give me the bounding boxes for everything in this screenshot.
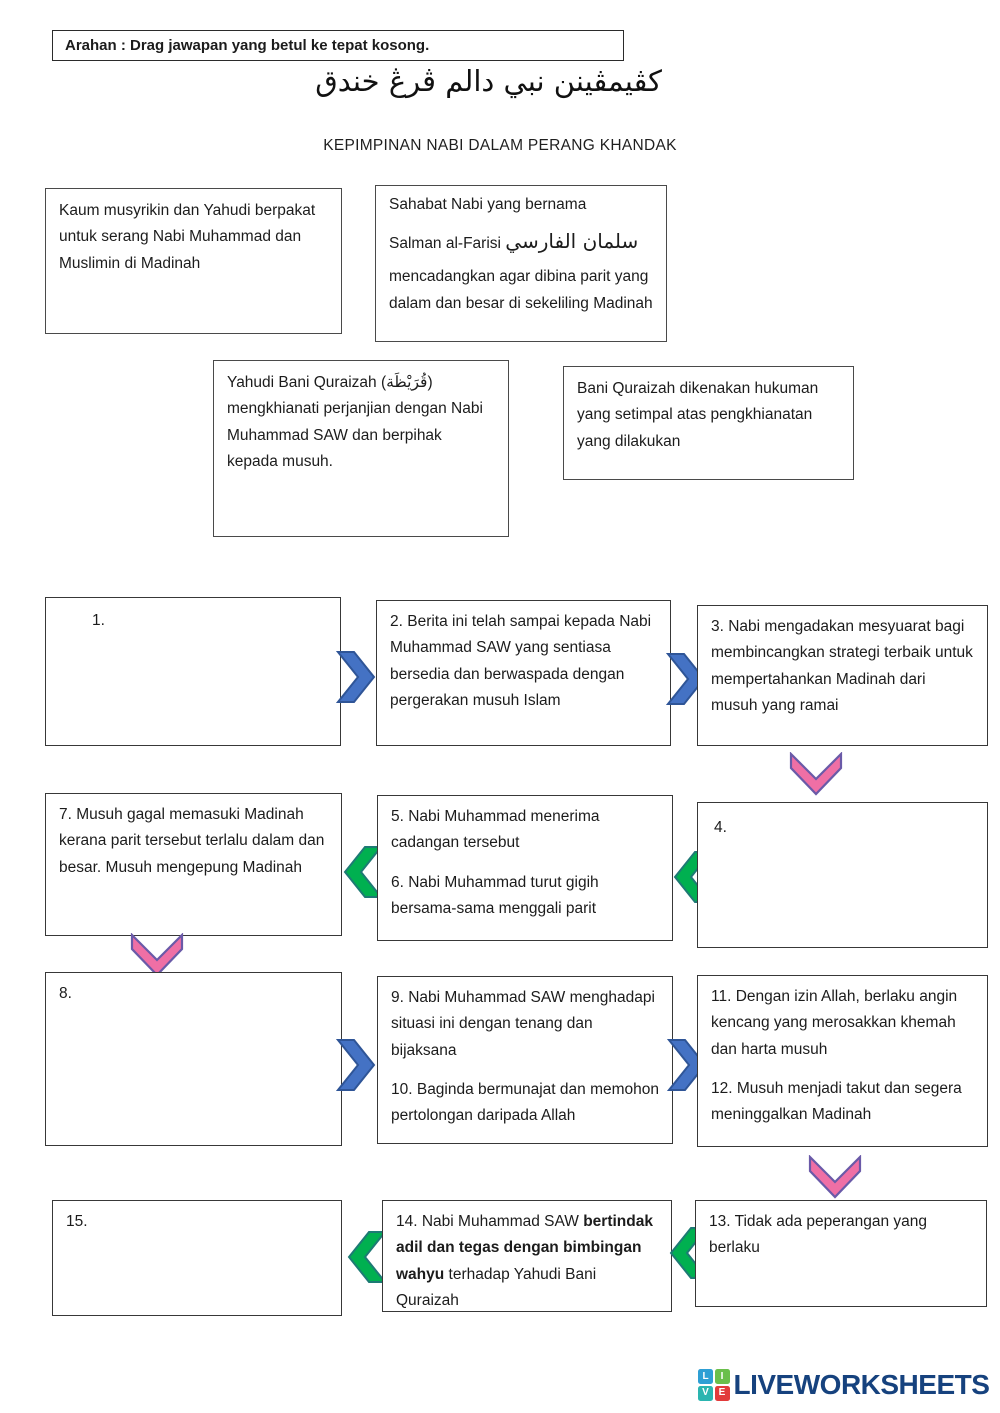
page-title: KEPIMPINAN NABI DALAM PERANG KHANDAK: [323, 137, 677, 154]
flow-box-text: 10. Baginda bermunajat dan memohon perto…: [391, 1081, 659, 1125]
answer-box-salman[interactable]: Sahabat Nabi yang bernama Salman al-Fari…: [375, 185, 667, 342]
flow-box-number: 4.: [714, 819, 727, 836]
answer-box-musyrikin[interactable]: Kaum musyrikin dan Yahudi berpakat untuk…: [45, 188, 342, 334]
flow-box-4-dropzone[interactable]: 4.: [697, 802, 988, 948]
logo-tile-v: V: [698, 1385, 713, 1401]
arrow-left-icon: [343, 846, 383, 898]
flow-box-text: 11. Dengan izin Allah, berlaku angin ken…: [711, 988, 958, 1058]
flow-box-text: 13. Tidak ada peperangan yang berlaku: [709, 1213, 928, 1257]
flow-box-text: 5. Nabi Muhammad menerima cadangan terse…: [391, 808, 600, 852]
arrow-down-icon: [789, 752, 843, 796]
arrow-down-icon: [130, 933, 184, 977]
box14-post: terhadap Yahudi Bani Quraizah: [396, 1265, 597, 1310]
answer-text: Bani Quraizah dikenakan hukuman yang set…: [577, 380, 819, 450]
answer-line: Salman al-Farisi سلمان الفارسي: [389, 224, 653, 258]
flow-box-9-10: 9. Nabi Muhammad SAW menghadapi situasi …: [377, 976, 673, 1144]
arrow-left-icon: [673, 851, 713, 903]
liveworksheets-wordmark: LIVEWORKSHEETS: [733, 1368, 990, 1400]
flow-box-2: 2. Berita ini telah sampai kepada Nabi M…: [376, 600, 671, 746]
salman-arabic: سلمان الفارسي: [505, 229, 639, 254]
answer-line: mencadangkan agar dibina parit yang dala…: [389, 268, 653, 312]
arrow-right-icon: [336, 1039, 376, 1091]
flow-box-text: 7. Musuh gagal memasuki Madinah kerana p…: [59, 806, 325, 876]
arrow-right-icon: [666, 653, 706, 705]
flow-box-8-dropzone[interactable]: 8.: [45, 972, 342, 1146]
flow-box-text: 9. Nabi Muhammad SAW menghadapi situasi …: [391, 989, 655, 1059]
logo-tile-i: I: [714, 1369, 730, 1384]
flow-box-number: 15.: [66, 1213, 88, 1230]
flow-box-text: 14. Nabi Muhammad SAW bertindak adil dan…: [396, 1209, 658, 1314]
flow-box-14: 14. Nabi Muhammad SAW bertindak adil dan…: [382, 1200, 672, 1312]
flow-box-13: 13. Tidak ada peperangan yang berlaku: [695, 1200, 987, 1307]
jawi-heading: كڤيمڤينن نبي دالم ڤرڠ خندق: [315, 64, 662, 98]
arrow-down-icon: [808, 1155, 862, 1199]
flow-box-5-6: 5. Nabi Muhammad menerima cadangan terse…: [377, 795, 673, 941]
arrow-left-icon: [669, 1227, 709, 1279]
flow-box-15-dropzone[interactable]: 15.: [52, 1200, 342, 1316]
flow-box-text: 6. Nabi Muhammad turut gigih bersama-sam…: [391, 873, 599, 918]
salman-latin: Salman al-Farisi: [389, 235, 506, 253]
answer-text: Kaum musyrikin dan Yahudi berpakat untuk…: [59, 202, 316, 272]
flow-box-number: 8.: [59, 985, 72, 1002]
answer-text: Yahudi Bani Quraizah (قُرَيْظَة) mengkhi…: [227, 374, 483, 471]
flow-box-number: 1.: [92, 612, 105, 629]
flow-box-text: 12. Musuh menjadi takut dan segera menin…: [711, 1080, 962, 1124]
flow-box-3: 3. Nabi mengadakan mesyuarat bagi membin…: [697, 605, 988, 746]
box14-pre: 14. Nabi Muhammad SAW: [396, 1213, 584, 1230]
liveworksheets-logo-icon: L I V E: [698, 1369, 730, 1401]
answer-line: Sahabat Nabi yang bernama: [389, 196, 587, 213]
answer-box-quraizah-hukuman[interactable]: Bani Quraizah dikenakan hukuman yang set…: [563, 366, 854, 480]
instruction-box: Arahan : Drag jawapan yang betul ke tepa…: [52, 30, 624, 61]
instruction-text: Arahan : Drag jawapan yang betul ke tepa…: [65, 37, 430, 54]
arrow-right-icon: [336, 651, 376, 703]
flow-box-7: 7. Musuh gagal memasuki Madinah kerana p…: [45, 793, 342, 936]
flow-box-11-12: 11. Dengan izin Allah, berlaku angin ken…: [697, 975, 988, 1147]
liveworksheets-logo[interactable]: L I V E LIVEWORKSHEETS: [698, 1368, 990, 1401]
flow-box-text: 2. Berita ini telah sampai kepada Nabi M…: [390, 613, 652, 710]
box14-bold: bertindak adil dan tegas dengan bimbinga…: [396, 1213, 653, 1283]
arrow-left-icon: [347, 1231, 387, 1283]
answer-box-quraizah-khianat[interactable]: Yahudi Bani Quraizah (قُرَيْظَة) mengkhi…: [213, 360, 509, 537]
flow-box-1-dropzone[interactable]: 1.: [45, 597, 341, 746]
logo-tile-e: E: [714, 1385, 730, 1401]
flow-box-text: 3. Nabi mengadakan mesyuarat bagi membin…: [711, 618, 973, 715]
logo-tile-l: L: [698, 1369, 713, 1384]
